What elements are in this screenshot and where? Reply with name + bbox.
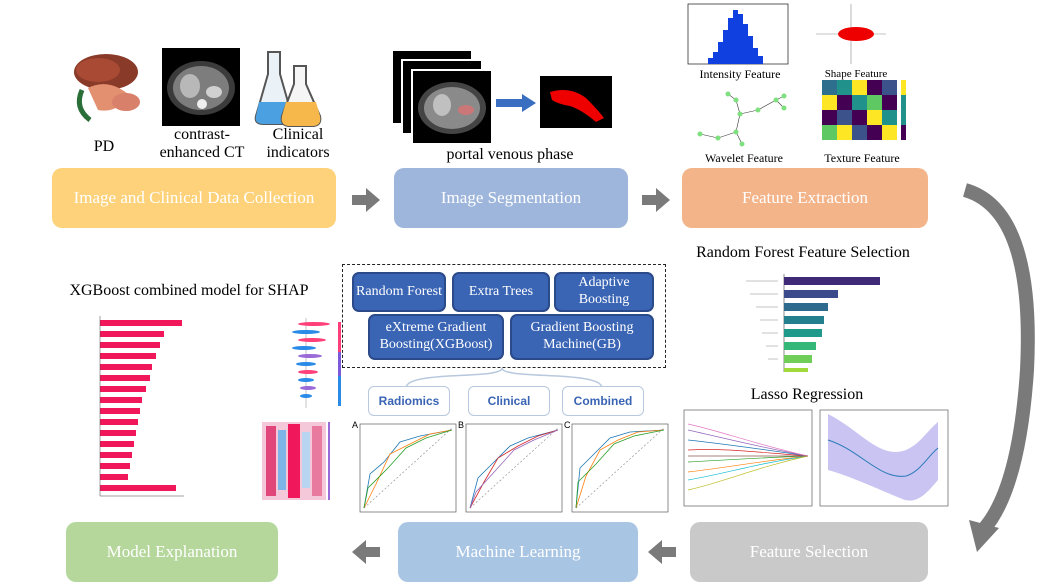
model-gbm: Gradient Boosting Machine(GB) (510, 314, 654, 360)
model-extra-trees: Extra Trees (452, 272, 550, 312)
shap-beeswarm-plot (292, 318, 341, 408)
ct-scan-image (162, 48, 240, 126)
intensity-label: Intensity Feature (699, 67, 781, 81)
lasso-coefficient-plot (683, 409, 813, 507)
model-random-forest: Random Forest (352, 272, 446, 312)
ct-stack-image (391, 49, 493, 145)
curved-arrow-icon (962, 183, 1035, 552)
model-adaptive-boosting: Adaptive Boosting (554, 272, 654, 312)
roc-plot-radiomics (359, 423, 457, 513)
pd-label: PD (93, 138, 115, 155)
stage-feature-extraction: Feature Extraction (682, 168, 928, 228)
shape-plot (816, 4, 886, 64)
liver-anatomy-image (74, 54, 140, 122)
shap-heatmap (262, 422, 330, 500)
ct-label: contrast-enhanced CT (159, 126, 245, 162)
roc-plot-combined (571, 423, 669, 513)
texture-heatmap (822, 80, 906, 140)
stage-data-collection: Image and Clinical Data Collection (52, 168, 336, 228)
rf-title: Random Forest Feature Selection (696, 244, 910, 261)
model-dataset-connector (405, 367, 603, 389)
arrow-right-icon (642, 188, 670, 212)
stage-machine-learning: Machine Learning (398, 522, 638, 582)
panel-label-b: B (458, 420, 465, 430)
arrow-left-icon (648, 540, 676, 564)
segmentation-mask-image (540, 76, 612, 128)
wavelet-graph (697, 91, 787, 147)
shap-bar-chart (99, 316, 184, 497)
roc-plot-clinical (465, 423, 563, 513)
lasso-title: Lasso Regression (750, 386, 864, 403)
stage-feature-selection: Feature Selection (690, 522, 928, 582)
texture-label: Texture Feature (824, 151, 900, 165)
arrow-right-icon (496, 94, 536, 112)
intensity-histogram (687, 3, 789, 65)
panel-label-a: A (352, 420, 359, 430)
dataset-radiomics: Radiomics (368, 386, 450, 416)
clinical-label: Clinical indicators (266, 126, 330, 162)
model-xgboost: eXtreme Gradient Boosting(XGBoost) (368, 314, 504, 360)
lasso-deviance-plot (819, 409, 949, 507)
models-group-box (342, 264, 666, 368)
arrow-right-icon (352, 188, 380, 212)
phase-label: portal venous phase (446, 146, 574, 163)
arrow-left-icon (352, 540, 380, 564)
stage-segmentation: Image Segmentation (394, 168, 628, 228)
wavelet-label: Wavelet Feature (705, 151, 783, 165)
panel-label-c: C (564, 420, 571, 430)
shape-label: Shape Feature (824, 68, 888, 80)
stage-model-explanation: Model Explanation (66, 522, 278, 582)
rf-importance-chart (726, 268, 886, 386)
shap-title: XGBoost combined model for SHAP (69, 282, 309, 299)
flask-icon (254, 51, 322, 127)
dataset-combined: Combined (562, 386, 644, 416)
dataset-clinical: Clinical (468, 386, 550, 416)
